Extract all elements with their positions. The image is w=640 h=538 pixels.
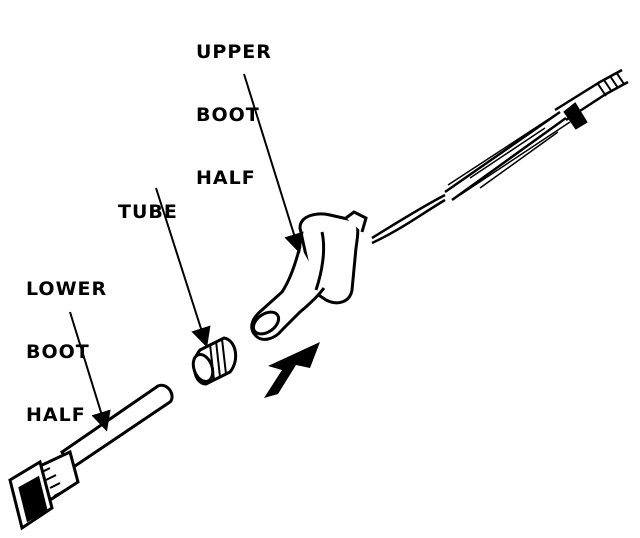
upper-boot-half	[250, 210, 368, 341]
tube-part	[191, 336, 238, 386]
spark-plug-wire	[371, 68, 629, 245]
upper-boot-leader	[243, 73, 304, 254]
tube-leader	[155, 187, 211, 348]
assembly-direction-arrow	[264, 342, 320, 398]
lower-boot-half	[8, 383, 174, 531]
upper-boot-half-label: UPPER BOOT HALF	[196, 41, 272, 189]
lower-boot-half-label: LOWER BOOT HALF	[26, 278, 108, 426]
lower-boot-leader	[69, 311, 111, 432]
tube-label: TUBE	[118, 201, 178, 223]
